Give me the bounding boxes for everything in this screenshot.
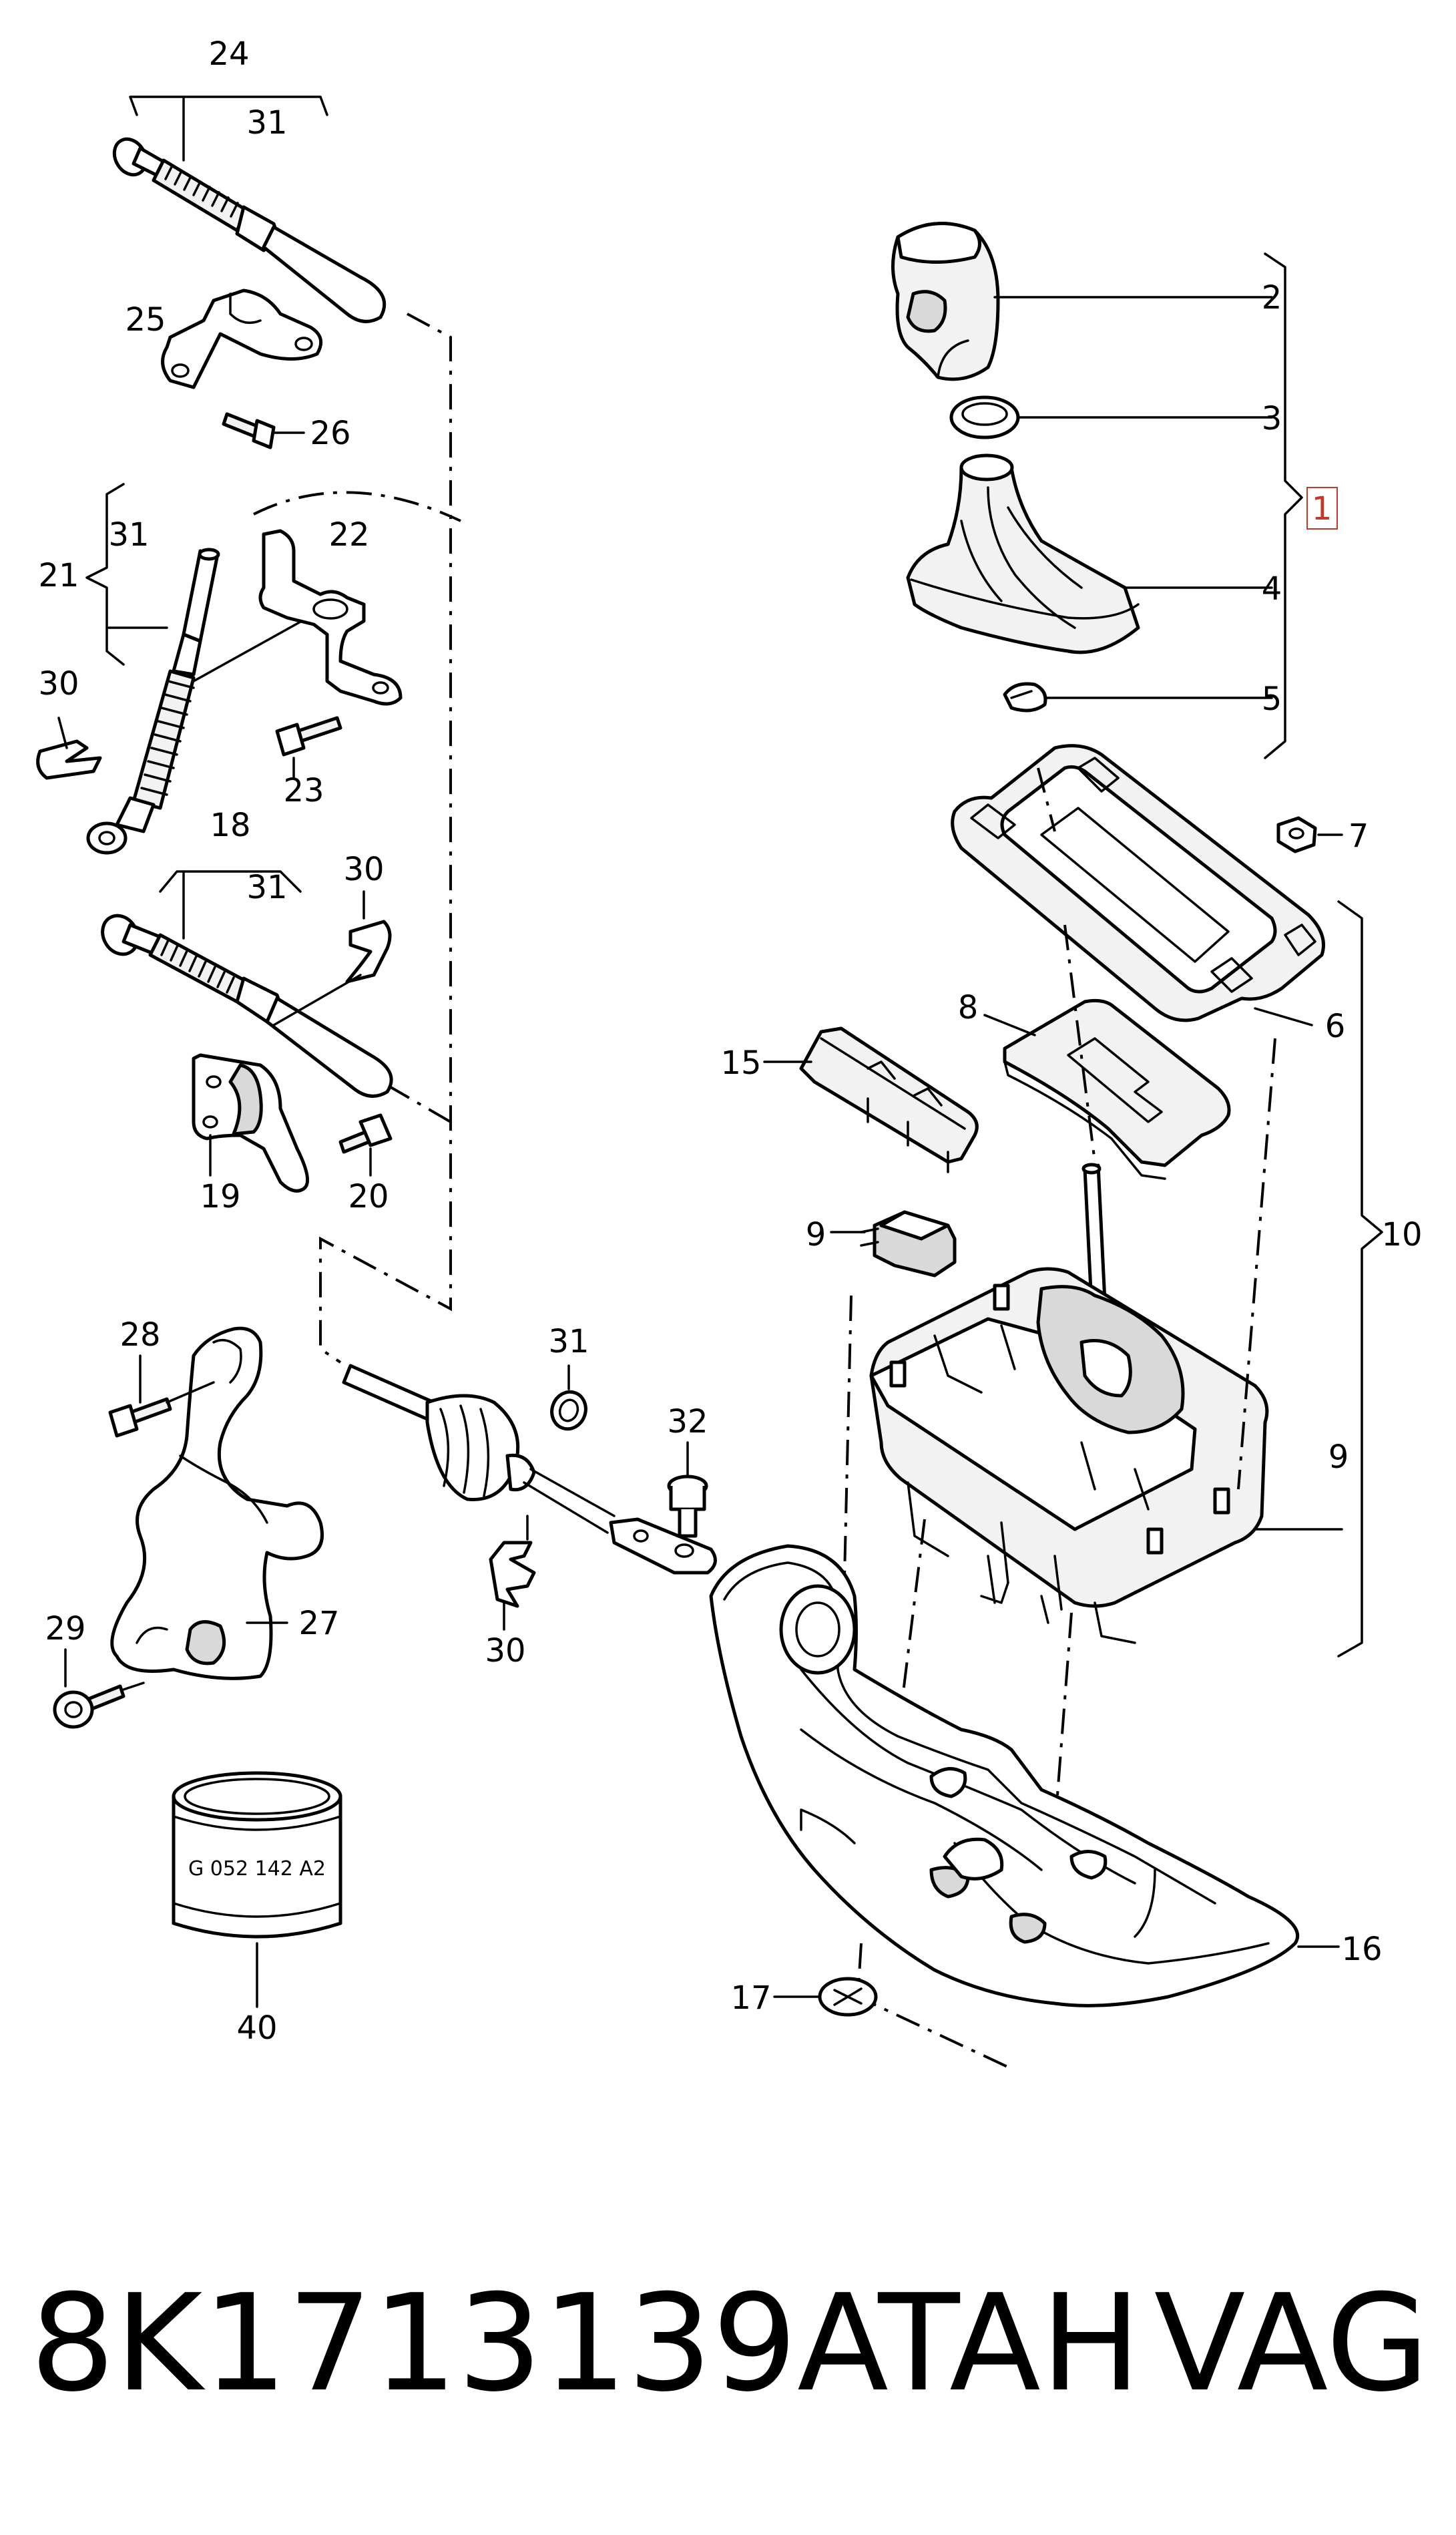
- cable-assembly-21: [85, 483, 315, 855]
- cable-assembly-18: [101, 870, 393, 1098]
- callout-40: 40: [236, 2009, 277, 2047]
- bracket-22: [258, 529, 403, 706]
- callout-17: 17: [730, 1979, 771, 2017]
- callout-15: 15: [720, 1044, 761, 1082]
- callout-3: 3: [1262, 400, 1282, 437]
- callout-31-second: 31: [108, 516, 149, 554]
- can-label: G 052 142 A2: [188, 1857, 326, 1881]
- callout-19: 19: [200, 1178, 240, 1215]
- callout-31-lower: 31: [548, 1323, 589, 1360]
- callout-9-lower: 9: [1328, 1438, 1349, 1476]
- part-number: 8K1713139ATAH: [30, 2266, 1142, 2421]
- callout-8: 8: [958, 989, 979, 1026]
- callout-30-upper: 30: [38, 665, 79, 703]
- pin-32: [667, 1475, 708, 1538]
- sensor-9: [860, 1210, 957, 1278]
- clip-30-lower: [489, 1541, 536, 1608]
- callout-4: 4: [1262, 570, 1282, 608]
- callout-16: 16: [1341, 1931, 1382, 1968]
- base-plate-16: [709, 1544, 1300, 2007]
- shifter-mechanism-9: [869, 1163, 1269, 1644]
- callout-25: 25: [125, 301, 166, 339]
- bracket-19: [192, 1053, 310, 1193]
- callout-7: 7: [1349, 817, 1369, 855]
- callout-29: 29: [45, 1610, 85, 1647]
- callout-10: 10: [1381, 1216, 1422, 1253]
- callout-1-box: [1306, 487, 1338, 530]
- cable-assembly-24: [112, 95, 387, 323]
- guide-arc: [253, 491, 461, 522]
- bolt-28: [108, 1381, 215, 1438]
- guide-line-lower: [386, 1084, 452, 1123]
- callout-18: 18: [210, 807, 250, 844]
- bracket-group-10: [1337, 900, 1383, 1658]
- callout-21: 21: [38, 557, 79, 594]
- brand-name: VAG: [1154, 2266, 1429, 2421]
- callout-2: 2: [1262, 279, 1282, 317]
- callout-9-upper: 9: [806, 1216, 826, 1253]
- callout-26: 26: [310, 415, 350, 452]
- frame-6: [951, 744, 1325, 1022]
- o-ring-31: [550, 1390, 587, 1431]
- shift-cable-main: [342, 1364, 717, 1575]
- cover-plate-8: [1003, 998, 1231, 1180]
- callout-24: 24: [208, 35, 249, 73]
- callout-5: 5: [1262, 680, 1282, 718]
- callout-32: 32: [667, 1403, 708, 1440]
- shift-boot-4: [906, 453, 1140, 654]
- shift-knob-2: [891, 222, 1000, 381]
- bolt-29: [53, 1682, 145, 1729]
- callout-27: 27: [298, 1605, 339, 1642]
- callout-28: 28: [119, 1316, 160, 1354]
- ring-3: [949, 395, 1020, 439]
- callout-30-middle: 30: [343, 851, 384, 888]
- guide-right-6: [843, 1295, 853, 1577]
- cover-part-15: [799, 1026, 979, 1173]
- guide-right-1: [1037, 767, 1056, 832]
- callout-31-third: 31: [246, 869, 287, 906]
- callout-23: 23: [283, 772, 324, 809]
- bracket-group-1: [1264, 252, 1303, 759]
- nut-7: [1276, 816, 1317, 853]
- clip-30-upper: [36, 739, 102, 780]
- bolt-23: [275, 716, 342, 757]
- callout-1: 1: [1312, 490, 1332, 528]
- bracket-27: [110, 1326, 324, 1680]
- callout-22: 22: [328, 516, 369, 554]
- guide-right-2: [1063, 924, 1096, 1163]
- adhesive-can-40: G 052 142 A2: [172, 1771, 342, 1939]
- clip-5: [1003, 682, 1047, 713]
- guide-line-upper: [319, 313, 452, 1364]
- bolt-20: [338, 1113, 393, 1154]
- callout-31-top: 31: [246, 104, 287, 142]
- bolt-26: [222, 412, 276, 449]
- clip-30-middle: [345, 920, 392, 984]
- clip-17: [818, 1977, 878, 2017]
- callout-30-lower: 30: [485, 1632, 525, 1670]
- callout-6: 6: [1325, 1008, 1346, 1045]
- bracket-25: [161, 288, 323, 389]
- callout-20: 20: [348, 1178, 389, 1215]
